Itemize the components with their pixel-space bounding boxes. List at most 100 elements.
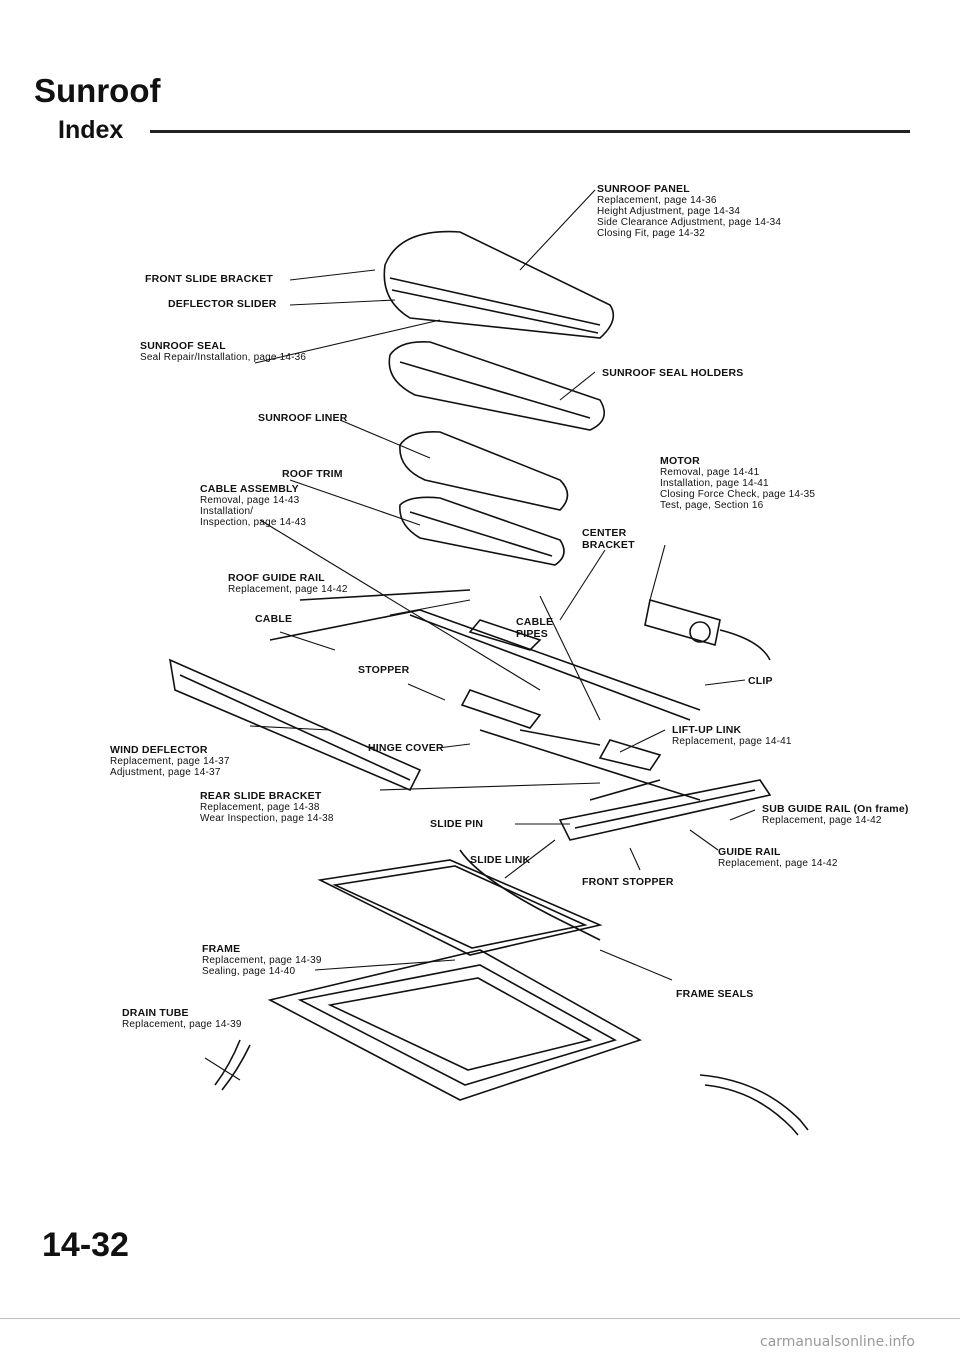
label-detail: Replacement, page 14-42 xyxy=(718,858,838,869)
label-lift-up-link: LIFT-UP LINK Replacement, page 14-41 xyxy=(672,724,792,747)
label-frame-seals: FRAME SEALS xyxy=(676,988,753,1000)
label-detail: Installation/ xyxy=(200,506,254,517)
label-cable: CABLE xyxy=(255,613,292,625)
sunroof-liner-part xyxy=(399,430,569,511)
label-detail: Wear Inspection, page 14-38 xyxy=(200,813,334,824)
page-number: 14-32 xyxy=(42,1226,129,1264)
label-sub-guide-rail: SUB GUIDE RAIL (On frame) Replacement, p… xyxy=(762,803,909,826)
wind-deflector-part xyxy=(168,658,422,792)
label-name: SLIDE LINK xyxy=(470,854,531,866)
label-name: DRAIN TUBE xyxy=(122,1007,189,1019)
label-name: SUNROOF LINER xyxy=(258,412,348,424)
label-name: HINGE COVER xyxy=(368,742,444,754)
frame-seals-part xyxy=(317,849,603,956)
drain-tube-part xyxy=(214,1039,809,1136)
label-detail: Inspection, page 14-43 xyxy=(200,517,307,528)
guide-rail-assembly xyxy=(269,589,701,801)
label-name: SUNROOF SEAL HOLDERS xyxy=(602,367,744,379)
label-detail: Adjustment, page 14-37 xyxy=(110,767,221,778)
label-roof-trim: ROOF TRIM xyxy=(282,468,343,480)
frame-part xyxy=(267,949,642,1101)
label-name: SUNROOF SEAL xyxy=(140,340,226,352)
label-detail: Installation, page 14-41 xyxy=(660,478,769,489)
label-stopper: STOPPER xyxy=(358,664,409,676)
label-name: CABLE ASSEMBLY xyxy=(200,483,299,495)
footer-watermark: carmanualsonline.info xyxy=(760,1334,915,1350)
label-detail: Replacement, page 14-36 xyxy=(597,195,717,206)
label-name: CENTER xyxy=(582,527,627,539)
sunroof-seal-part xyxy=(388,340,606,431)
label-name: FRAME xyxy=(202,943,241,955)
label-center-bracket: CENTER BRACKET xyxy=(582,527,635,551)
label-name: SUNROOF PANEL xyxy=(597,183,690,195)
label-name: LIFT-UP LINK xyxy=(672,724,742,736)
lift-up-link-part xyxy=(589,739,662,801)
label-detail: Replacement, page 14-41 xyxy=(672,736,792,747)
label-front-stopper: FRONT STOPPER xyxy=(582,876,674,888)
label-detail: Sealing, page 14-40 xyxy=(202,966,296,977)
motor-part xyxy=(644,598,771,661)
label-rear-slide-bracket: REAR SLIDE BRACKET Replacement, page 14-… xyxy=(200,790,334,824)
header-rule xyxy=(150,130,910,133)
label-name: FRONT SLIDE BRACKET xyxy=(145,273,274,285)
label-name: CABLE xyxy=(516,616,554,628)
label-sunroof-panel: SUNROOF PANEL Replacement, page 14-36 He… xyxy=(597,183,781,239)
label-wind-deflector: WIND DEFLECTOR Replacement, page 14-37 A… xyxy=(110,744,230,778)
label-name: ROOF TRIM xyxy=(282,468,343,480)
label-hinge-cover: HINGE COVER xyxy=(368,742,444,754)
label-name: MOTOR xyxy=(660,455,700,467)
label-sunroof-liner: SUNROOF LINER xyxy=(258,412,348,424)
sub-guide-rail-part xyxy=(558,779,772,841)
label-name: FRONT STOPPER xyxy=(582,876,674,888)
label-guide-rail: GUIDE RAIL Replacement, page 14-42 xyxy=(718,846,838,869)
label-name: STOPPER xyxy=(358,664,410,676)
label-detail: Replacement, page 14-42 xyxy=(762,815,882,826)
label-detail: Height Adjustment, page 14-34 xyxy=(597,206,741,217)
label-motor: MOTOR Removal, page 14-41 Installation, … xyxy=(660,455,815,511)
footer-bar xyxy=(0,1318,960,1358)
label-deflector-slider: DEFLECTOR SLIDER xyxy=(168,298,277,310)
label-detail: Replacement, page 14-37 xyxy=(110,756,230,767)
section-subtitle: Index xyxy=(58,116,124,144)
label-detail: Seal Repair/Installation, page 14-36 xyxy=(140,352,307,363)
label-detail: Replacement, page 14-38 xyxy=(200,802,320,813)
label-cable-pipes: CABLE PIPES xyxy=(516,616,553,640)
label-slide-link: SLIDE LINK xyxy=(470,854,530,866)
label-name: ROOF GUIDE RAIL xyxy=(228,572,325,584)
label-detail: Side Clearance Adjustment, page 14-34 xyxy=(597,217,782,228)
page-title: Sunroof xyxy=(34,72,161,109)
label-name: CLIP xyxy=(748,675,773,687)
label-detail: Replacement, page 14-42 xyxy=(228,584,348,595)
label-detail: Removal, page 14-43 xyxy=(200,495,300,506)
label-clip: CLIP xyxy=(748,675,773,687)
label-roof-guide-rail: ROOF GUIDE RAIL Replacement, page 14-42 xyxy=(228,572,348,595)
label-detail: Replacement, page 14-39 xyxy=(202,955,322,966)
label-detail: Test, page, Section 16 xyxy=(660,500,764,511)
label-name: DEFLECTOR SLIDER xyxy=(168,298,277,310)
label-frame: FRAME Replacement, page 14-39 Sealing, p… xyxy=(202,943,322,977)
roof-trim-part xyxy=(399,496,565,566)
label-name: WIND DEFLECTOR xyxy=(110,744,208,756)
label-sunroof-seal: SUNROOF SEAL Seal Repair/Installation, p… xyxy=(140,340,306,363)
label-name-line2: PIPES xyxy=(516,628,548,640)
leader-lines xyxy=(204,189,756,1081)
label-name: REAR SLIDE BRACKET xyxy=(200,790,322,802)
label-name: FRAME SEALS xyxy=(676,988,754,1000)
label-detail: Removal, page 14-41 xyxy=(660,467,760,478)
label-name: SLIDE PIN xyxy=(430,818,484,830)
label-detail: Closing Force Check, page 14-35 xyxy=(660,489,816,500)
label-drain-tube: DRAIN TUBE Replacement, page 14-39 xyxy=(122,1007,242,1030)
label-slide-pin: SLIDE PIN xyxy=(430,818,483,830)
label-name: SUB GUIDE RAIL (On frame) xyxy=(762,803,909,815)
label-detail: Closing Fit, page 14-32 xyxy=(597,228,705,239)
label-name: CABLE xyxy=(255,613,293,625)
label-detail: Replacement, page 14-39 xyxy=(122,1019,242,1030)
sunroof-panel-part xyxy=(383,230,615,339)
label-front-slide-bracket: FRONT SLIDE BRACKET xyxy=(145,273,273,285)
label-name: GUIDE RAIL xyxy=(718,846,781,858)
label-name-line2: BRACKET xyxy=(582,539,635,551)
label-cable-assembly: CABLE ASSEMBLY Removal, page 14-43 Insta… xyxy=(200,483,306,528)
label-sunroof-seal-holders: SUNROOF SEAL HOLDERS xyxy=(602,367,743,379)
footer-divider xyxy=(0,1318,960,1319)
